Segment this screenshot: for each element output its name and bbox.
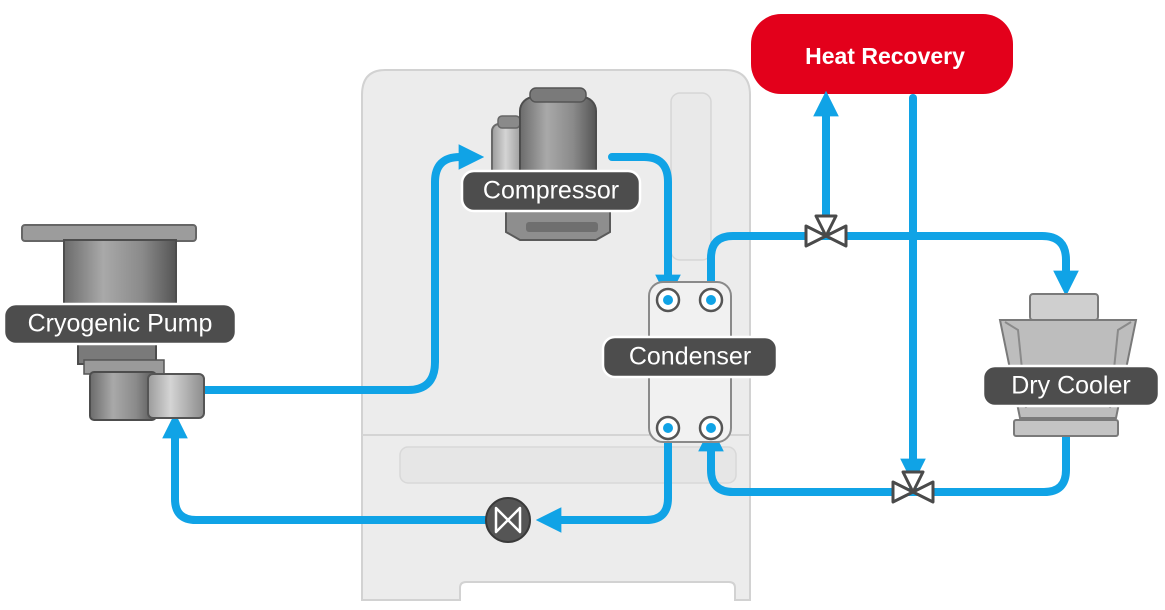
heat-recovery-label: Heat Recovery bbox=[805, 43, 965, 69]
heat-recovery-unit: Heat Recovery bbox=[751, 14, 1013, 94]
condenser-label-text: Condenser bbox=[629, 343, 751, 371]
three-way-valve-top bbox=[804, 214, 848, 248]
expansion-valve bbox=[485, 497, 531, 543]
condenser-label: Condenser bbox=[601, 335, 779, 379]
compressor-label-text: Compressor bbox=[483, 177, 619, 205]
three-way-valve-bottom bbox=[891, 470, 935, 504]
pipe-drycooler-return bbox=[698, 420, 1070, 496]
pipe-condenser-to-drycooler bbox=[707, 232, 1079, 297]
cryogenic-pump-label-text: Cryogenic Pump bbox=[28, 310, 213, 338]
compressor-label: Compressor bbox=[460, 169, 642, 213]
compressor-unit bbox=[491, 87, 611, 241]
cryogenic-pump-label: Cryogenic Pump bbox=[2, 302, 238, 346]
pipe-compressor-to-condenser bbox=[608, 153, 681, 301]
pipe-pump-to-compressor bbox=[199, 144, 485, 394]
pipe-valve-to-pump bbox=[162, 412, 490, 524]
condenser-port-top-left bbox=[655, 287, 681, 313]
condenser-port-bottom-left bbox=[655, 415, 681, 441]
dry-cooler-label: Dry Cooler bbox=[981, 364, 1161, 408]
condenser-port-top-right bbox=[698, 287, 724, 313]
cabinet bbox=[361, 69, 751, 601]
pipe-condenser-to-valve bbox=[535, 424, 672, 533]
condenser-port-bottom-right bbox=[698, 415, 724, 441]
cryogenic-pump-unit bbox=[21, 224, 205, 421]
dry-cooler-label-text: Dry Cooler bbox=[1011, 372, 1130, 400]
pipework bbox=[162, 90, 1079, 533]
